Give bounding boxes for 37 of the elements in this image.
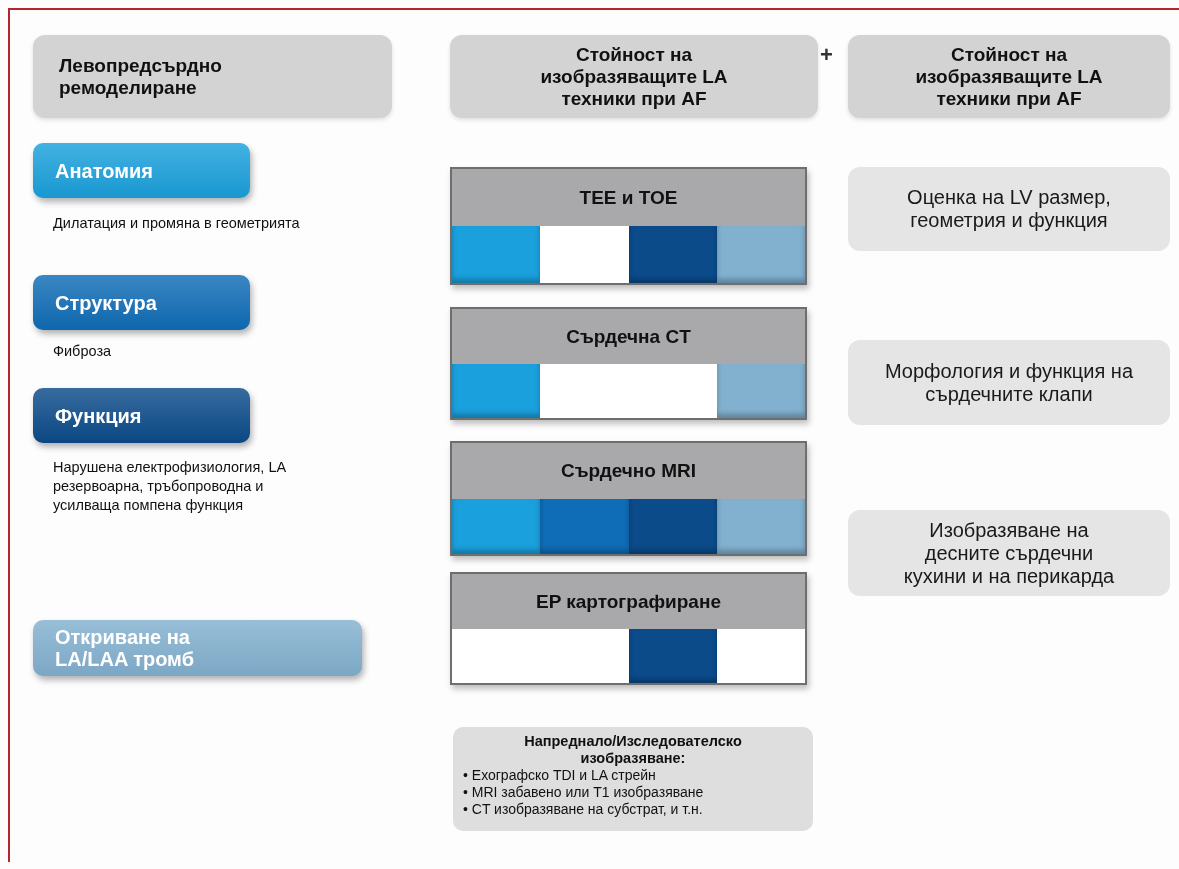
info-box: Морфология и функция на сърдечните клапи [848, 340, 1170, 425]
bullet-item: • Ехографско TDI и LA стрейн [463, 767, 657, 784]
bullet-item: • CT изобразяване на субстрат, и т.н. [463, 801, 704, 818]
technique-title: Сърдечно MRI [560, 460, 697, 482]
technique-box [450, 441, 807, 556]
header-box: Левопредсърдно ремоделиране [33, 35, 392, 118]
indicator-bar [628, 499, 717, 554]
indicator-bar [628, 226, 717, 283]
header-box: Стойност на изобразяващите LA техники при AF [848, 35, 1170, 118]
category-pill: Анатомия [33, 143, 250, 198]
info-box: Изобразяване на десните сърдечни кухини и на перикарда [848, 510, 1170, 596]
header-box: Стойност на изобразяващите LA техники при AF [450, 35, 818, 118]
technique-box [450, 167, 807, 285]
indicator-bar [452, 499, 541, 554]
bullet-item: • MRI забавено или T1 изобразяване [463, 784, 705, 801]
indicator-bar [540, 499, 629, 554]
technique-box [450, 572, 807, 685]
info-box: Оценка на LV размер, геометрия и функция [848, 167, 1170, 251]
description-text: Фиброза [52, 342, 113, 361]
indicator-bar [628, 629, 717, 683]
indicator-bar [452, 364, 541, 418]
indicator-bar [716, 226, 805, 283]
note-title: Напреднало/Изследователско изобразяване: [523, 733, 743, 767]
category-pill: Структура [33, 275, 250, 330]
description-text: Дилатация и промяна в геометрията [52, 214, 301, 233]
plus-sign: + [820, 42, 833, 68]
technique-title: EP картографиране [536, 590, 721, 613]
indicator-bar [716, 364, 805, 418]
indicator-bar [716, 499, 805, 554]
indicator-bar [452, 226, 541, 283]
technique-box [450, 307, 807, 420]
technique-title: TEE и TOE [579, 186, 678, 209]
category-pill: Функция [33, 388, 250, 443]
note-box [453, 727, 813, 831]
category-pill: Откриване на LA/LAA тромб [33, 620, 362, 676]
technique-title: Сърдечна CT [566, 325, 691, 348]
description-text: Нарушена електрофизиология, LA резервоарна, тръбопроводна и усилваща помпена функция [52, 458, 287, 515]
